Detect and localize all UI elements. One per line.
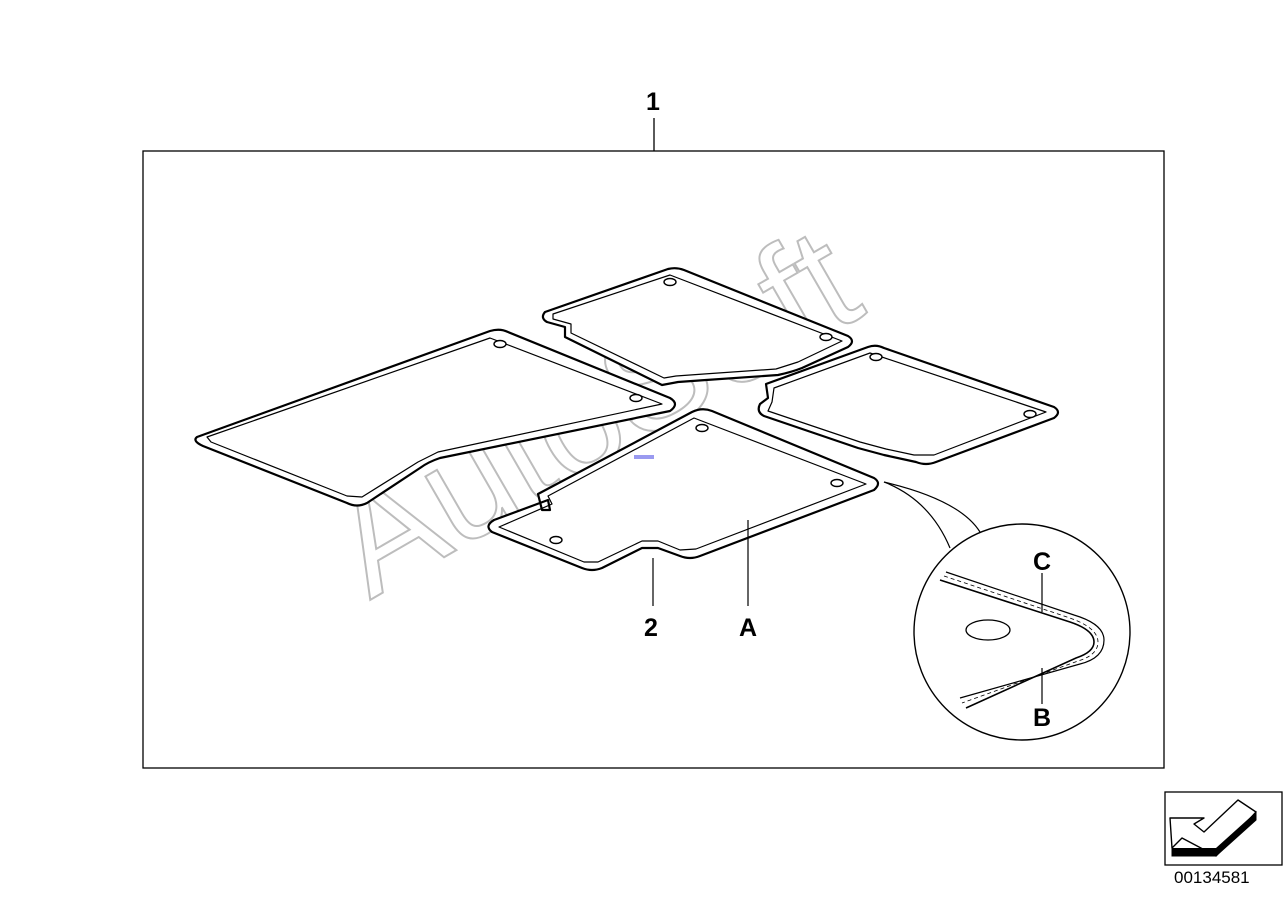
callout-c[interactable]: C [1033,548,1051,576]
callout-b[interactable]: B [1033,704,1051,732]
position-marker [634,455,654,459]
callout-1[interactable]: 1 [646,88,660,116]
mat-front-left[interactable] [194,328,677,507]
mat-hole [1023,409,1037,419]
mat-hole [629,393,643,403]
mat-front-right[interactable] [541,267,854,387]
mat-hole [493,339,507,349]
mat-hole [695,423,709,433]
mat-hole [819,332,833,342]
callout-a[interactable]: A [739,614,757,642]
mat-rear-right[interactable] [757,344,1060,466]
magnifier-detail-icon [883,481,1131,741]
mat-rear-left[interactable] [487,408,880,572]
mat-hole [830,478,844,488]
mat-hole [869,352,883,362]
callout-2[interactable]: 2 [644,614,658,642]
mat-hole [549,535,563,545]
document-number: 00134581 [1174,868,1250,887]
mat-hole [663,277,677,287]
direction-arrow-icon [1164,791,1283,866]
